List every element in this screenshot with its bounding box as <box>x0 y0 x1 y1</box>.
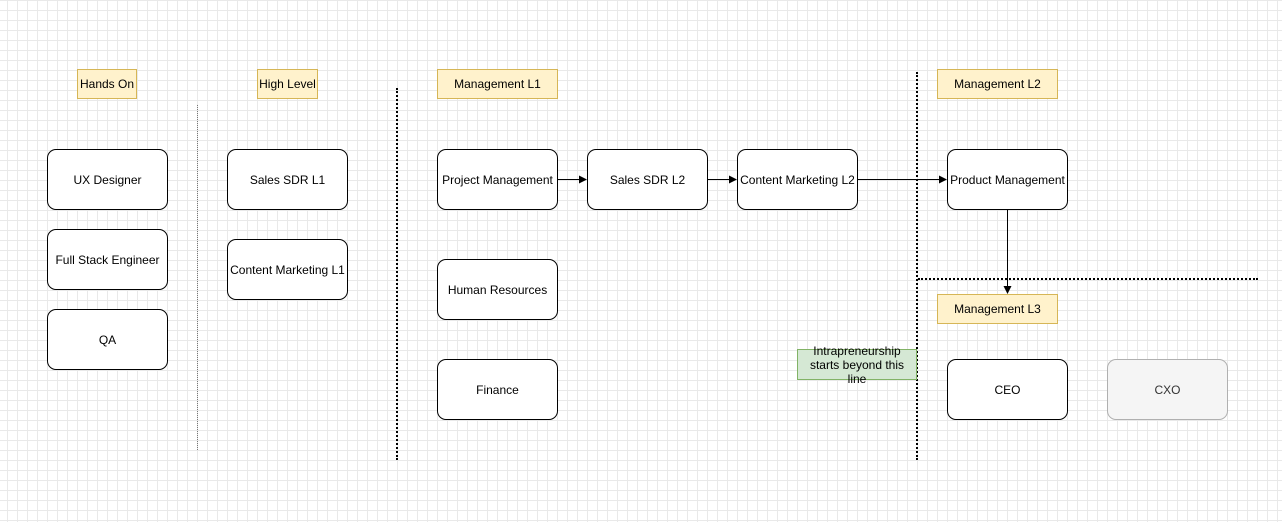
separator-management-l1-management-l2 <box>916 72 918 460</box>
node-finance[interactable]: Finance <box>437 359 558 420</box>
separator-management-l2-management-l3 <box>918 278 1258 280</box>
node-human-resources[interactable]: Human Resources <box>437 259 558 320</box>
node-full-stack-engineer[interactable]: Full Stack Engineer <box>47 229 168 290</box>
node-sales-sdr-l1[interactable]: Sales SDR L1 <box>227 149 348 210</box>
header-high-level[interactable]: High Level <box>257 69 318 99</box>
header-management-l1[interactable]: Management L1 <box>437 69 558 99</box>
node-product-management[interactable]: Product Management <box>947 149 1068 210</box>
node-content-marketing-l2[interactable]: Content Marketing L2 <box>737 149 858 210</box>
node-sales-sdr-l2[interactable]: Sales SDR L2 <box>587 149 708 210</box>
node-ux-designer[interactable]: UX Designer <box>47 149 168 210</box>
node-ceo[interactable]: CEO <box>947 359 1068 420</box>
separator-hands-on-high-level <box>197 105 198 450</box>
separator-high-level-management-l1 <box>396 88 398 460</box>
node-project-management[interactable]: Project Management <box>437 149 558 210</box>
node-content-marketing-l1[interactable]: Content Marketing L1 <box>227 239 348 300</box>
note-intrapreneurship[interactable]: Intrapreneurship starts beyond this line <box>797 344 917 386</box>
header-hands-on[interactable]: Hands On <box>77 69 137 99</box>
node-cxo[interactable]: CXO <box>1107 359 1228 420</box>
header-management-l2[interactable]: Management L2 <box>937 69 1058 99</box>
header-management-l3[interactable]: Management L3 <box>937 294 1058 324</box>
node-qa[interactable]: QA <box>47 309 168 370</box>
